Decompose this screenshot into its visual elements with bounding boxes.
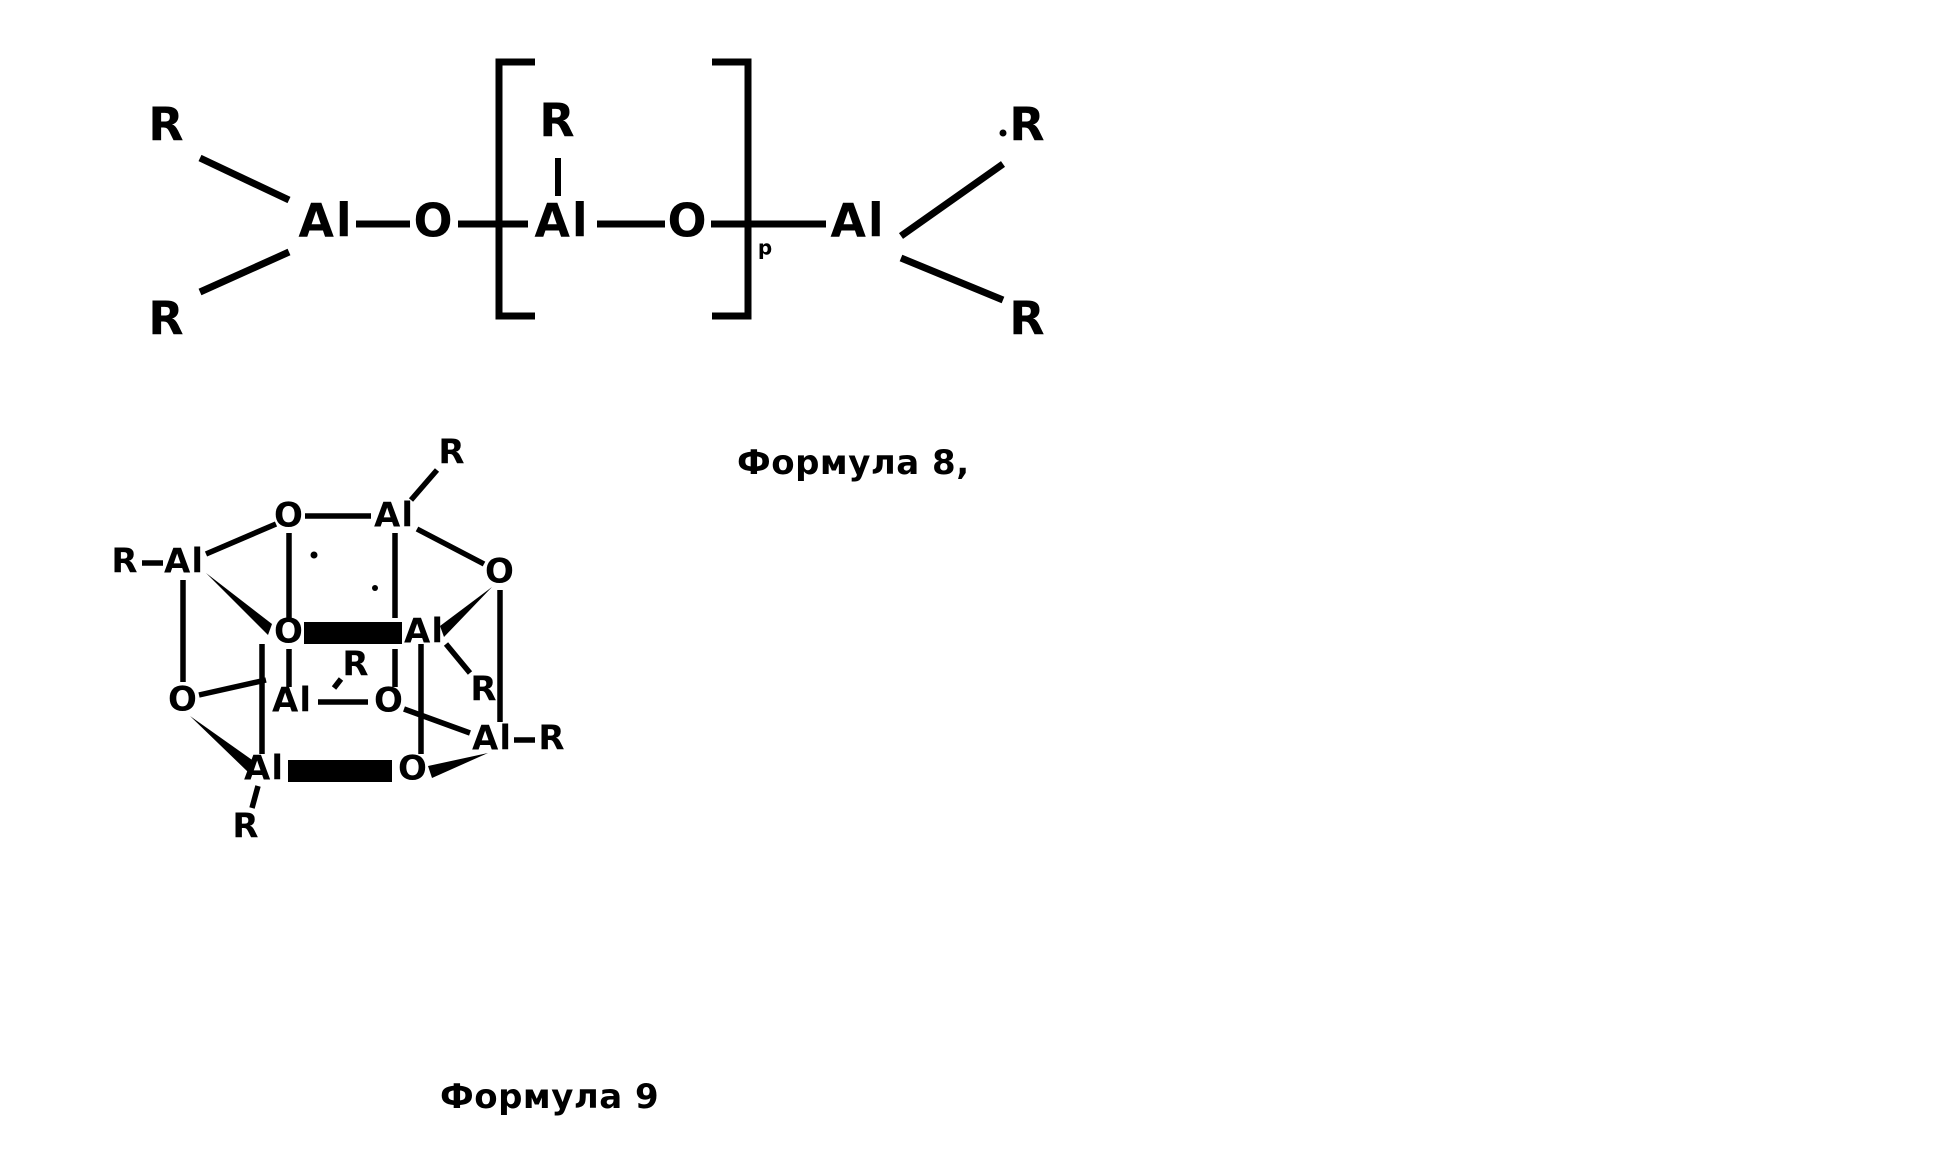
atom-label-al: Al [534,194,589,248]
bond-inner-o-to-lower-right-al [403,706,471,736]
atom-label-r: R [470,670,497,710]
bond-inner-r-to-inner-al [331,677,344,690]
bond-mid-right-al-to-r [443,642,473,675]
atom-label-o: O [274,612,304,652]
atom-label-r: R [539,94,576,148]
atom-label-al: Al [298,194,353,248]
bond-r-to-al-lower-left [198,248,291,296]
bond-top-al-to-r [408,468,440,502]
atom-label-r: R [148,292,185,346]
wedge-left-al-to-mid-o [206,573,272,635]
atom-label-o: O [398,749,428,789]
atom-label-al: Al [404,612,444,652]
bond-thick-mid-o-to-mid-al [304,622,402,644]
bracket-close [712,58,752,320]
print-speck [999,129,1007,137]
bond-thick-bottom-al-to-bottom-o [288,760,392,782]
atom-label-r: R [438,433,465,473]
wedge-lower-left-o-to-bottom-al [190,716,255,772]
formula-9-figure: O Al R R Al O O [0,430,1944,1070]
subscript-repeat-count: p [758,236,772,260]
bond-bottom-al-to-r [249,785,261,809]
atom-label-o: O [168,680,198,720]
atom-label-r: R [111,542,138,582]
bond-left-al-to-top-o [204,521,278,557]
atom-label-r: R [1009,292,1046,346]
atom-label-r: R [232,807,259,847]
bond-al-to-r-lower-right [899,254,1005,304]
formula-9-caption: Формула 9 [440,1077,660,1117]
print-speck [372,585,378,591]
bond-al-to-r-upper-right [898,161,1006,239]
atom-label-al: Al [244,749,284,789]
atom-label-o: O [485,552,515,592]
atom-label-al: Al [272,681,312,721]
atom-label-al: Al [164,542,204,582]
atom-label-al: Al [374,496,414,536]
atom-label-o: O [274,496,304,536]
atom-label-r: R [148,98,185,152]
atom-label-o: O [374,681,404,721]
wedge-upper-right-o-to-mid-al [440,587,492,637]
atom-label-r: R [342,645,369,685]
bond-top-al-to-upper-right-o [415,526,486,567]
wedge-lower-right-al-to-bottom-o [428,753,488,778]
print-speck [310,551,318,559]
atom-label-al: Al [830,194,885,248]
atom-label-r: R [538,719,565,759]
bond-r-to-al-upper-left [198,154,291,204]
atom-label-o: O [413,194,454,248]
atom-label-al: Al [472,719,512,759]
atom-label-o: O [667,194,708,248]
formula-8-figure: R R Al O R Al O [0,0,1944,420]
bracket-open [495,58,535,320]
formula-8-caption: Формула 8, [737,443,970,483]
atom-label-r: R [1009,98,1046,152]
bond-lower-left-o-to-inner-al [198,677,267,698]
